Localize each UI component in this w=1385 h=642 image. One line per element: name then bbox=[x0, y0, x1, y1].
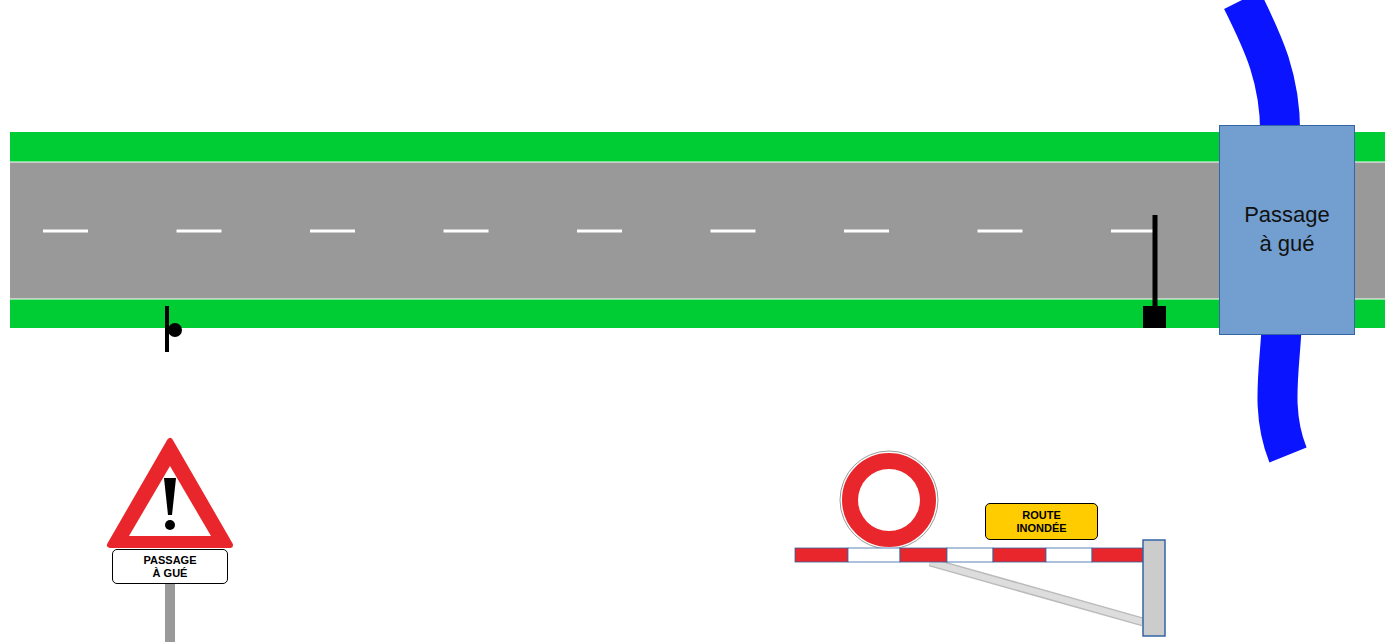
no-entry-sign bbox=[858, 469, 920, 531]
barrier-segment bbox=[947, 548, 993, 562]
node-label: ROUTE INONDÉE bbox=[1012, 509, 1072, 534]
no-entry-sign bbox=[841, 452, 937, 548]
barrier-marker bbox=[1143, 306, 1166, 328]
barrier-brace bbox=[930, 562, 1143, 622]
lane-dash bbox=[444, 230, 489, 233]
lane-dash bbox=[711, 230, 756, 233]
barrier-brace bbox=[930, 562, 1143, 622]
warning-triangle bbox=[129, 466, 211, 536]
road-surface bbox=[10, 162, 1385, 299]
sign-pole bbox=[165, 580, 175, 642]
road-edge bbox=[10, 299, 1385, 300]
barrier-segment bbox=[993, 548, 1046, 562]
barrier-segment bbox=[1092, 548, 1143, 562]
lane-dash bbox=[43, 230, 88, 233]
barrier-segment bbox=[848, 548, 900, 562]
sign-marker bbox=[168, 323, 182, 337]
barrier-segment bbox=[795, 548, 848, 562]
warning-triangle bbox=[110, 441, 230, 545]
node-label: Passage à gué bbox=[1240, 201, 1335, 258]
exclamation-mark bbox=[165, 520, 175, 530]
barrier-segment bbox=[900, 548, 947, 562]
lane-dash bbox=[1111, 230, 1156, 233]
ford-box: Passage à gué bbox=[1219, 125, 1355, 335]
lane-dash bbox=[177, 230, 222, 233]
node-label: PASSAGE À GUÉ bbox=[140, 554, 200, 579]
barrier-post bbox=[1143, 540, 1165, 636]
no-entry-sign bbox=[840, 451, 938, 549]
grass-verge bbox=[10, 299, 1385, 328]
grass-verge bbox=[10, 132, 1385, 162]
lane-dash bbox=[978, 230, 1023, 233]
flood-panel: ROUTE INONDÉE bbox=[985, 503, 1098, 540]
road-edge bbox=[10, 162, 1385, 163]
barrier-segment bbox=[1046, 548, 1092, 562]
lane-markings bbox=[43, 231, 1156, 232]
river bbox=[1242, 0, 1280, 140]
lane-dash bbox=[577, 230, 622, 233]
lane-dash bbox=[844, 230, 889, 233]
exclamation-mark bbox=[164, 478, 176, 515]
barrier-marker bbox=[1153, 215, 1158, 310]
sign-panel: PASSAGE À GUÉ bbox=[112, 549, 228, 584]
river bbox=[1277, 320, 1288, 455]
barrier-arm bbox=[795, 548, 1143, 562]
lane-dash bbox=[310, 230, 355, 233]
